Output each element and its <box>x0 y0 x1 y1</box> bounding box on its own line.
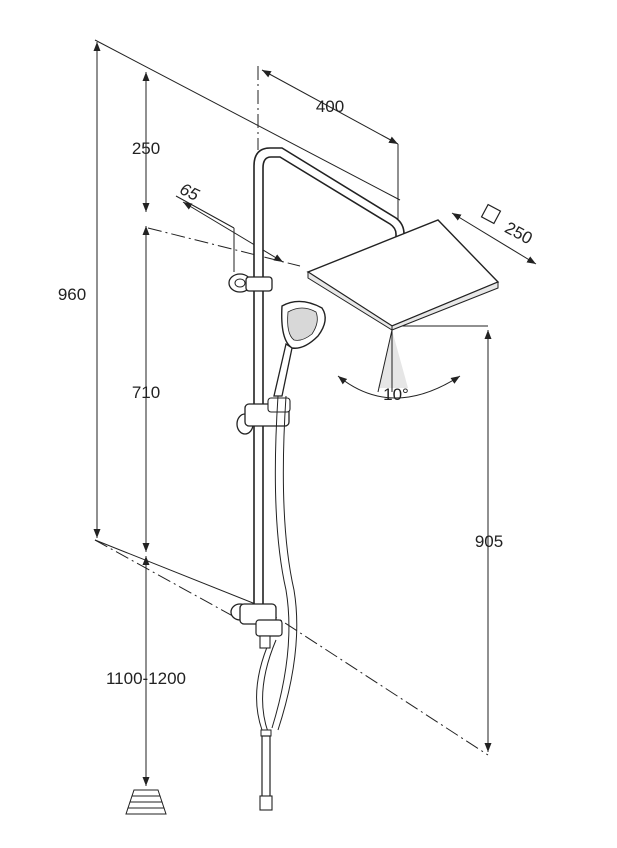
overhead-shower-head <box>306 219 500 331</box>
dim-install-height: 1100-1200 <box>106 669 186 688</box>
dim-head-clearance: 905 <box>475 532 503 551</box>
dimension-arrows <box>93 42 537 786</box>
dim-bracket-offset: 65 <box>177 179 203 205</box>
dim-head-tilt: 10° <box>383 385 409 404</box>
tilt-angle-indicator <box>337 329 461 399</box>
floor-level-icon <box>125 789 167 815</box>
slide-holder <box>236 397 291 435</box>
dim-total-height: 960 <box>58 285 86 304</box>
dim-head-size: 250 <box>502 218 536 248</box>
dim-top-to-arm: 250 <box>132 139 160 158</box>
dim-rail-length: 710 <box>132 383 160 402</box>
square-size-icon <box>480 203 502 225</box>
reference-lines <box>94 39 489 756</box>
hand-shower <box>273 300 326 397</box>
dim-arm-reach: 400 <box>316 97 344 116</box>
shower-hose <box>256 395 298 733</box>
wall-bracket <box>228 228 273 293</box>
mixer-connection <box>230 603 283 811</box>
dimension-labels: 960 250 400 65 250 710 905 1100-1200 10° <box>58 97 536 688</box>
